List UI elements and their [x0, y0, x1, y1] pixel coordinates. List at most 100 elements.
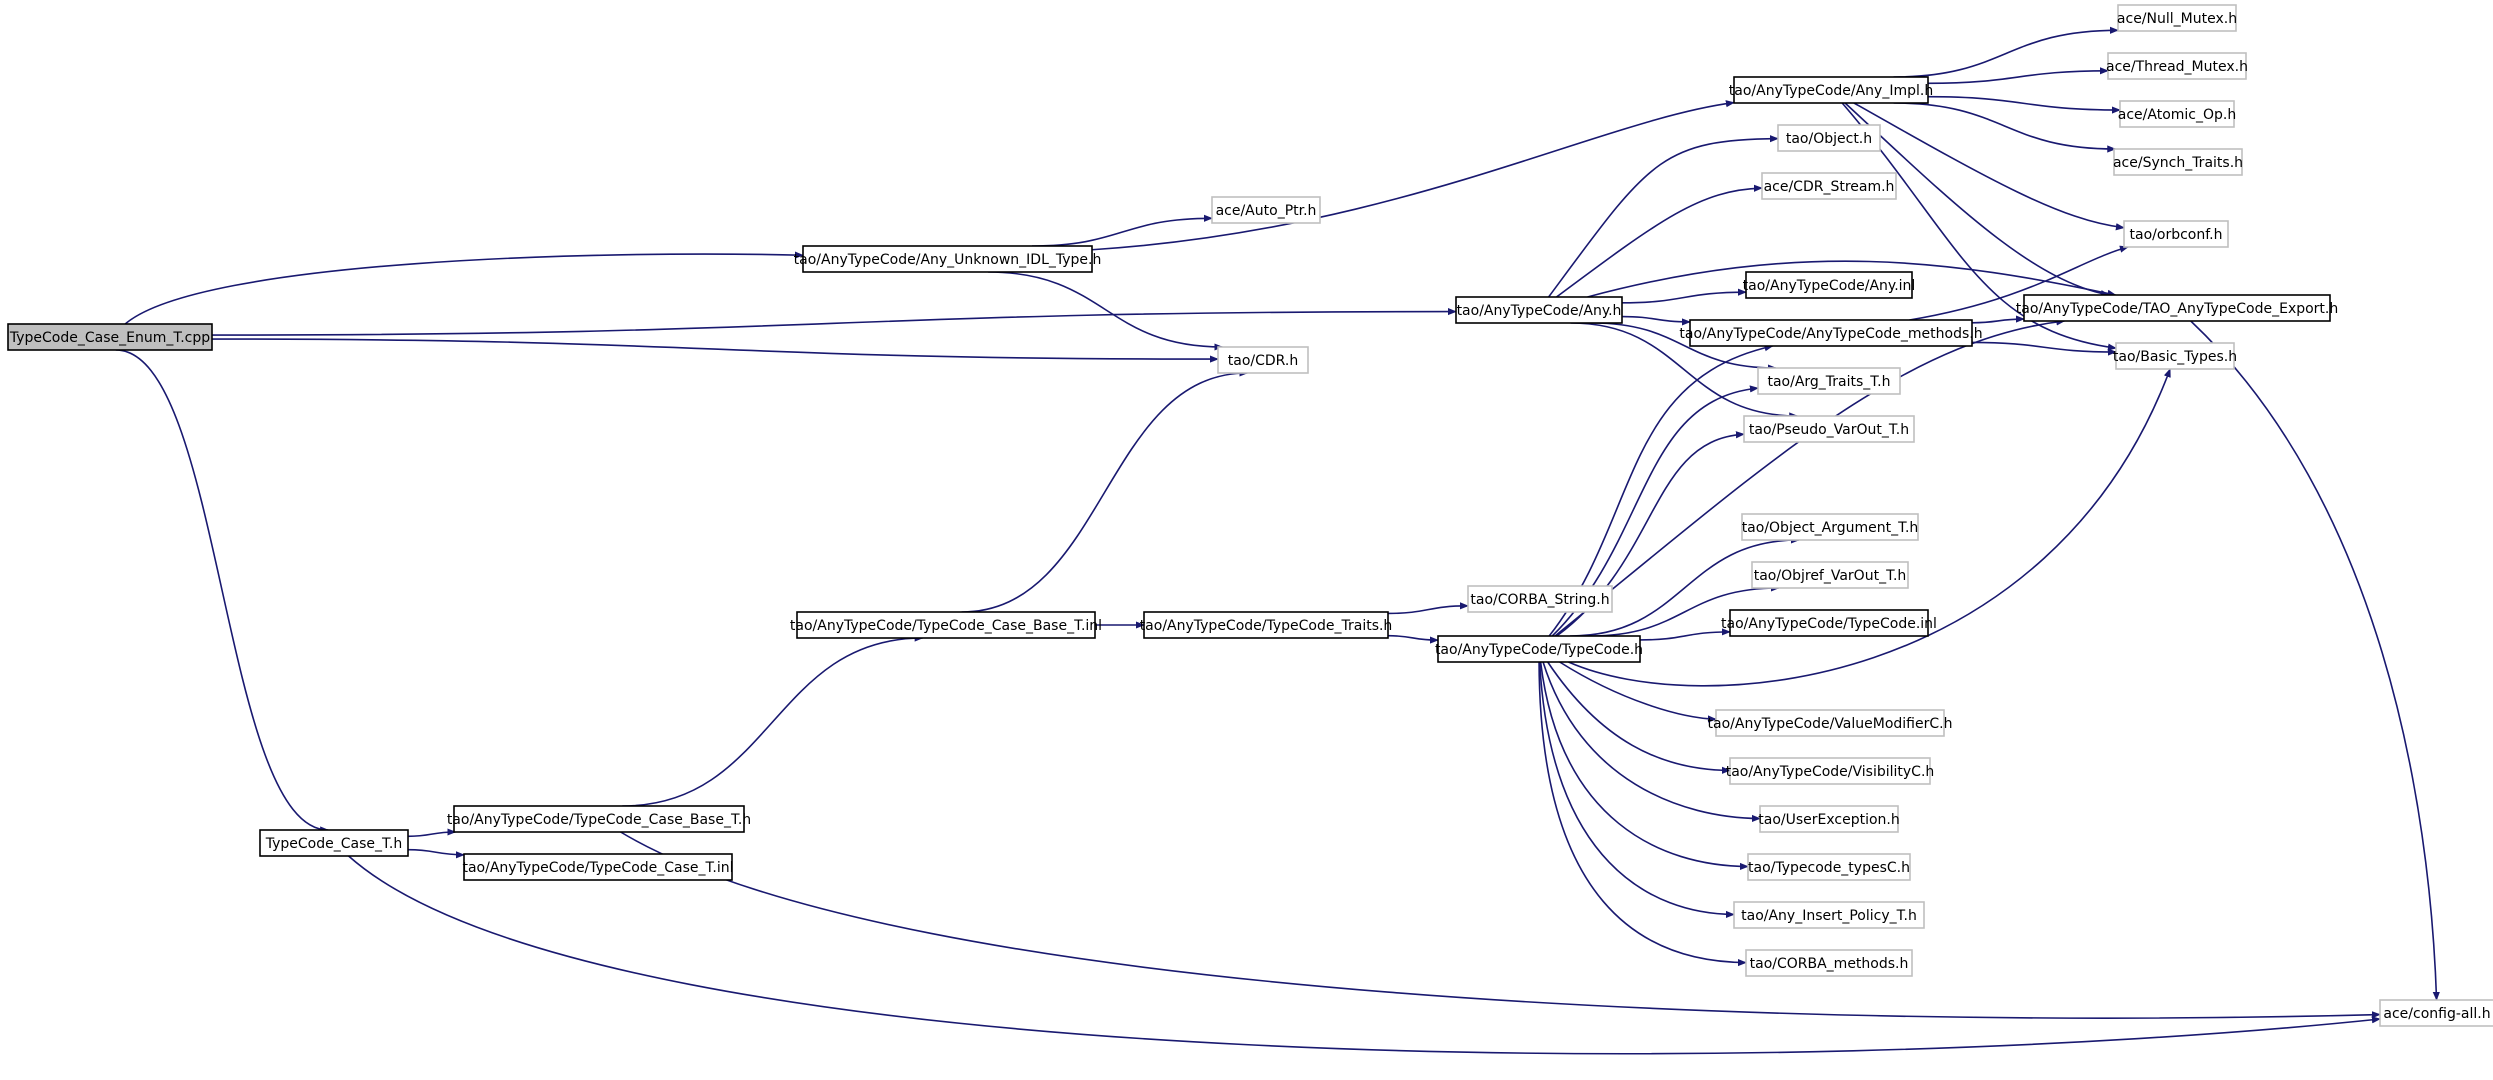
node-n30[interactable]: tao/AnyTypeCode/ValueModifierC.h	[1708, 709, 1953, 737]
node-box	[1745, 949, 1913, 977]
edge-n21-n19	[620, 831, 2381, 1019]
node-n1[interactable]: tao/AnyTypeCode/Any_Unknown_IDL_Type.h	[794, 245, 1102, 273]
node-box	[2117, 4, 2237, 32]
node-box	[1211, 196, 1321, 224]
node-n2[interactable]: ace/Auto_Ptr.h	[1211, 196, 1321, 224]
node-n5[interactable]: ace/Null_Mutex.h	[2117, 4, 2237, 32]
node-n26[interactable]: tao/AnyTypeCode/TypeCode.h	[1435, 635, 1643, 663]
edge-layer	[115, 26, 2440, 1055]
node-n12[interactable]: tao/AnyTypeCode/Any.h	[1455, 296, 1623, 324]
node-n24[interactable]: tao/AnyTypeCode/TypeCode_Traits.h	[1140, 611, 1393, 639]
node-label: tao/CORBA_methods.h	[1750, 956, 1909, 972]
edge-n12-n15	[1621, 288, 1747, 304]
node-label: tao/CORBA_String.h	[1470, 592, 1609, 608]
edge-n26-n27	[1570, 536, 1800, 637]
node-label: tao/Any_Insert_Policy_T.h	[1741, 908, 1917, 924]
node-n35[interactable]: tao/CORBA_methods.h	[1745, 949, 1913, 977]
node-n3[interactable]: tao/CDR.h	[1217, 346, 1309, 374]
node-box	[802, 245, 1093, 273]
node-box	[7, 323, 213, 351]
node-n33[interactable]: tao/Typecode_typesC.h	[1747, 853, 1911, 881]
node-label: ace/Auto_Ptr.h	[1216, 203, 1317, 219]
node-n6[interactable]: ace/Thread_Mutex.h	[2106, 52, 2248, 80]
edge-n26-n35	[1538, 661, 1747, 967]
edge-n12-n13	[1547, 135, 1779, 298]
node-n21[interactable]: tao/AnyTypeCode/TypeCode_Case_Base_T.h	[447, 805, 751, 833]
node-n15[interactable]: tao/AnyTypeCode/Any.inl	[1743, 271, 1916, 299]
node-n17[interactable]: tao/Arg_Traits_T.h	[1757, 367, 1901, 395]
edge-n26-n34	[1538, 661, 1735, 919]
node-label: tao/AnyTypeCode/TypeCode_Case_Base_T.inl	[790, 618, 1102, 634]
node-n9[interactable]: tao/orbconf.h	[2123, 220, 2229, 248]
node-n31[interactable]: tao/AnyTypeCode/VisibilityC.h	[1726, 757, 1935, 785]
root-node[interactable]: TypeCode_Case_Enum_T.cpp	[7, 323, 213, 351]
edge-n24-n25	[1387, 602, 1469, 615]
node-box	[2107, 52, 2247, 80]
node-label: ace/Thread_Mutex.h	[2106, 59, 2248, 75]
edge-n0-n1	[124, 251, 804, 325]
node-n10[interactable]: tao/AnyTypeCode/TAO_AnyTypeCode_Export.h	[2016, 294, 2339, 322]
node-box	[1217, 346, 1309, 374]
node-label: TypeCode_Case_Enum_T.cpp	[9, 330, 210, 346]
edge-n16-n9	[1909, 245, 2129, 321]
node-box	[1743, 415, 1915, 443]
node-label: tao/AnyTypeCode/TAO_AnyTypeCode_Export.h	[2016, 301, 2339, 317]
edge-n12-n14	[1556, 184, 1763, 298]
edge-n12-n10	[1587, 260, 2117, 298]
node-n28[interactable]: tao/Objref_VarOut_T.h	[1751, 561, 1909, 589]
node-label: tao/Arg_Traits_T.h	[1767, 374, 1890, 390]
node-n16[interactable]: tao/AnyTypeCode/AnyTypeCode_methods.h	[1679, 319, 1983, 347]
node-n23[interactable]: tao/AnyTypeCode/TypeCode_Case_Base_T.inl	[790, 611, 1102, 639]
node-n19[interactable]: ace/config-all.h	[2379, 999, 2493, 1027]
node-box	[1437, 635, 1641, 663]
node-n4[interactable]: tao/AnyTypeCode/Any_Impl.h	[1729, 76, 1933, 104]
node-box	[1747, 853, 1911, 881]
edge-n26-n28	[1590, 584, 1780, 637]
edge-n4-n9	[1853, 102, 2125, 231]
node-n7[interactable]: ace/Atomic_Op.h	[2118, 100, 2236, 128]
node-n27[interactable]: tao/Object_Argument_T.h	[1741, 513, 1919, 541]
node-box	[2123, 220, 2229, 248]
node-box	[453, 805, 745, 833]
node-box	[1777, 124, 1881, 152]
node-label: tao/CDR.h	[1228, 353, 1298, 369]
node-label: tao/orbconf.h	[2130, 227, 2223, 243]
edge-n4-n6	[1927, 67, 2109, 85]
node-n22[interactable]: tao/AnyTypeCode/TypeCode_Case_T.inl	[462, 853, 734, 881]
node-label: tao/AnyTypeCode/ValueModifierC.h	[1708, 716, 1953, 732]
edge-n26-n30	[1559, 661, 1717, 723]
node-n29[interactable]: tao/AnyTypeCode/TypeCode.inl	[1721, 609, 1937, 637]
node-label: ace/Atomic_Op.h	[2118, 107, 2236, 123]
edge-n20-n19	[348, 855, 2381, 1055]
node-n25[interactable]: tao/CORBA_String.h	[1467, 585, 1613, 613]
node-n18[interactable]: tao/Pseudo_VarOut_T.h	[1743, 415, 1915, 443]
node-box	[259, 829, 409, 857]
edge-n16-n10	[1971, 315, 2025, 324]
edge-n26-n33	[1539, 661, 1749, 871]
node-label: tao/Pseudo_VarOut_T.h	[1749, 422, 1909, 438]
node-label: tao/AnyTypeCode/TypeCode_Case_Base_T.h	[447, 812, 751, 828]
node-label: tao/AnyTypeCode/Any.inl	[1743, 278, 1916, 294]
node-label: ace/Null_Mutex.h	[2117, 11, 2237, 27]
node-box	[1689, 319, 1973, 347]
node-box	[1455, 296, 1623, 324]
edge-n26-n32	[1542, 661, 1761, 823]
edge-n0-n20	[115, 349, 330, 834]
node-label: tao/UserException.h	[1758, 812, 1899, 828]
node-label: tao/AnyTypeCode/TypeCode_Case_T.inl	[462, 860, 733, 876]
node-n32[interactable]: tao/UserException.h	[1758, 805, 1900, 833]
node-label: tao/Object_Argument_T.h	[1742, 520, 1919, 536]
edge-n12-n16	[1621, 315, 1691, 326]
node-n34[interactable]: tao/Any_Insert_Policy_T.h	[1733, 901, 1925, 929]
node-box	[2379, 999, 2493, 1027]
node-n8[interactable]: ace/Synch_Traits.h	[2113, 148, 2243, 176]
node-n14[interactable]: ace/CDR_Stream.h	[1761, 172, 1897, 200]
node-n20[interactable]: TypeCode_Case_T.h	[259, 829, 409, 857]
edge-n16-n11	[1971, 341, 2117, 356]
node-layer: TypeCode_Case_Enum_T.cpp tao/AnyTypeCode/…	[7, 4, 2493, 1027]
edge-n12-n18	[1570, 322, 1799, 420]
node-label: tao/Objref_VarOut_T.h	[1754, 568, 1907, 584]
node-n13[interactable]: tao/Object.h	[1777, 124, 1881, 152]
node-n11[interactable]: tao/Basic_Types.h	[2113, 342, 2237, 370]
node-box	[1733, 901, 1925, 929]
